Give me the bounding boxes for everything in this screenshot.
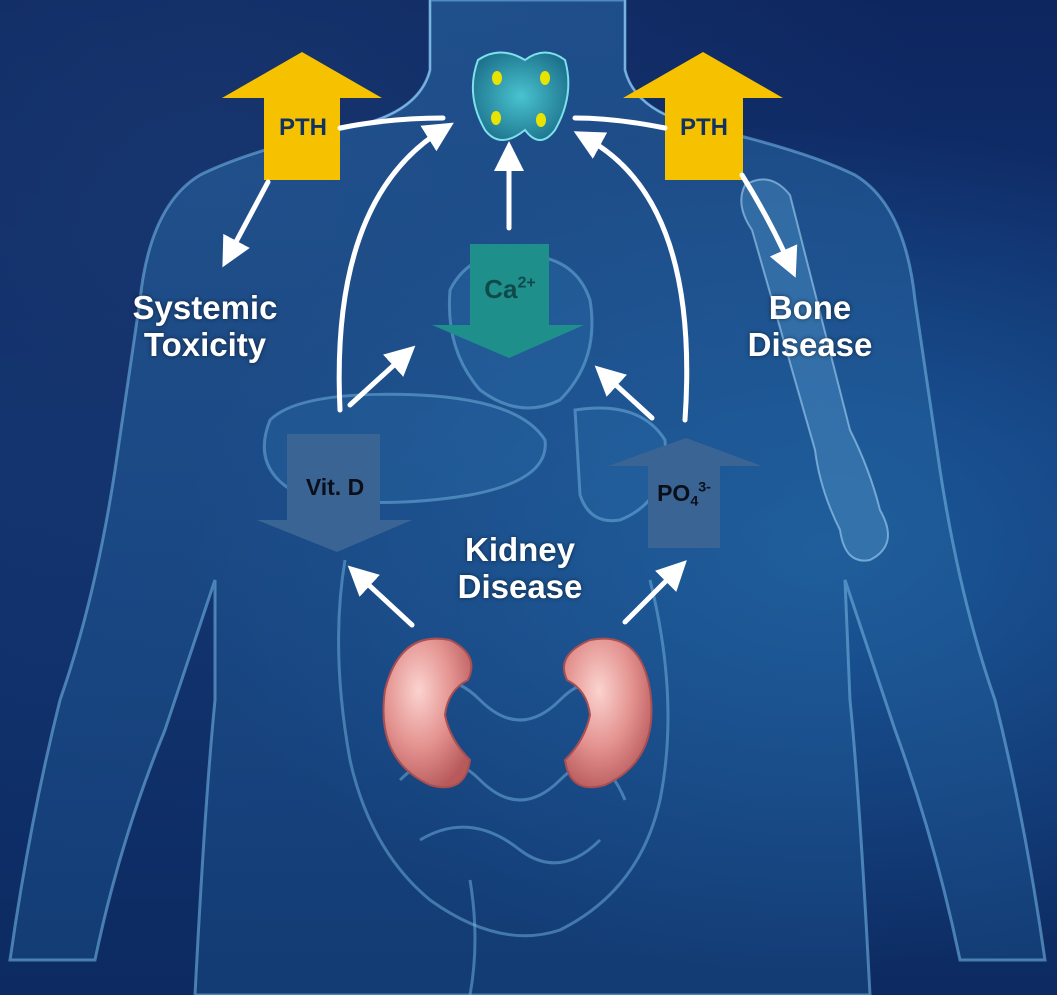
thyroid-gland — [473, 53, 568, 141]
parathyroid-node-2 — [540, 71, 550, 85]
phosphate-base: PO — [657, 480, 690, 506]
bone-disease-label: Bone Disease — [705, 290, 915, 364]
bone-disease-line-2: Disease — [705, 327, 915, 364]
bone-disease-line-1: Bone — [705, 290, 915, 327]
calcium-charge: 2+ — [517, 274, 535, 292]
calcium-base: Ca — [484, 274, 517, 304]
pth-right-label: PTH — [659, 114, 749, 142]
phosphate-label: PO43- — [634, 480, 734, 507]
vitamin-d-label: Vit. D — [285, 474, 385, 501]
parathyroid-node-4 — [536, 113, 546, 127]
kidney-disease-line-2: Disease — [420, 569, 620, 606]
kidney-disease-line-1: Kidney — [420, 532, 620, 569]
kidney-disease-label: Kidney Disease — [420, 532, 620, 606]
phosphate-charge: 3- — [698, 480, 711, 496]
systemic-toxicity-line-2: Toxicity — [95, 327, 315, 364]
pth-left-label: PTH — [258, 114, 348, 142]
parathyroid-node-3 — [491, 111, 501, 125]
systemic-toxicity-line-1: Systemic — [95, 290, 315, 327]
parathyroid-node-1 — [492, 71, 502, 85]
calcium-label: Ca2+ — [465, 274, 555, 305]
body-silhouette — [10, 0, 1045, 995]
systemic-toxicity-label: Systemic Toxicity — [95, 290, 315, 364]
